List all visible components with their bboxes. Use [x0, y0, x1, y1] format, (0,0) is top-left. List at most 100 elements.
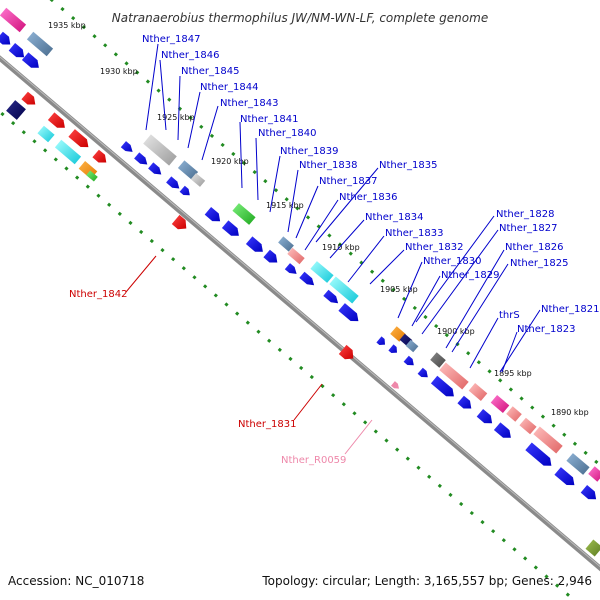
feature-block	[287, 247, 305, 265]
leader-line	[255, 137, 259, 201]
feature-block	[519, 417, 537, 435]
cds-arrow	[179, 185, 190, 196]
tick-label: 1890 kbp	[551, 408, 589, 417]
cds-arrow	[284, 263, 297, 274]
cds-arrow	[148, 162, 162, 175]
feature-block	[143, 134, 177, 166]
cds-arrow	[0, 31, 11, 45]
gene-label: Nther_1827	[499, 223, 557, 234]
tick-label: 1920 kbp	[211, 157, 249, 166]
plus-strand-labels: Nther_1847 Nther_1846 Nther_1845 Nther_1…	[142, 34, 599, 335]
feature-block	[26, 31, 54, 57]
feature-block	[506, 406, 522, 422]
gene-label: Nther_1833	[385, 228, 443, 239]
tick-label: 1915 kbp	[266, 201, 304, 210]
tick-label: 1925 kbp	[157, 113, 195, 122]
feature-block	[430, 352, 446, 368]
feature-layer	[0, 7, 600, 557]
feature-block	[190, 173, 206, 187]
gene-label: Nther_1825	[510, 258, 568, 269]
gene-label: Nther_1829	[441, 270, 499, 281]
cds-arrow	[430, 375, 454, 397]
map-title: Natranaerobius thermophilus JW/NM-WN-LF,…	[112, 11, 488, 25]
rna-labels: Nther_R0059	[281, 455, 346, 466]
leader-line	[415, 215, 495, 323]
cds-arrow	[580, 485, 597, 500]
cds-arrow	[221, 220, 239, 236]
feature-block	[6, 100, 26, 120]
gene-label: Nther_1828	[496, 209, 554, 220]
cds-arrow	[299, 271, 315, 286]
cds-arrow	[338, 303, 359, 322]
leader-line	[145, 43, 159, 131]
tick-label: 1930 kbp	[100, 67, 138, 76]
leader-line	[499, 309, 541, 373]
cds-arrow	[338, 344, 354, 360]
cds-arrow	[134, 152, 148, 165]
genome-backbone-highlight	[0, 56, 600, 568]
leader-line	[125, 255, 157, 293]
cds-arrow	[92, 149, 107, 163]
feature-block	[405, 339, 419, 353]
rna-arrow	[391, 381, 399, 389]
cds-arrow	[376, 336, 385, 345]
cds-arrow	[263, 249, 278, 263]
cds-arrow	[171, 214, 187, 230]
gene-label: Nther_1846	[161, 50, 219, 61]
leader-line	[177, 75, 181, 141]
feature-block	[468, 383, 488, 401]
cds-arrow	[457, 395, 472, 409]
cds-arrow	[417, 367, 428, 378]
leader-line	[239, 121, 243, 189]
feature-block	[177, 160, 199, 180]
leader-line	[201, 105, 219, 161]
gene-label: Nther_1845	[181, 66, 239, 77]
cds-arrow	[493, 422, 511, 438]
genome-backbone	[0, 55, 600, 572]
cds-arrow	[204, 207, 221, 222]
leader-line	[159, 59, 167, 131]
feature-block	[0, 7, 27, 33]
leader-line	[295, 185, 319, 239]
leader-line	[469, 317, 499, 369]
cds-arrow	[47, 112, 65, 128]
gene-label: Nther_1823	[517, 324, 575, 335]
gene-label: Nther_1826	[505, 242, 563, 253]
leader-line	[347, 235, 385, 283]
gene-label: Nther_1836	[339, 192, 397, 203]
accession-text: Accession: NC_010718	[8, 574, 144, 588]
feature-block	[566, 453, 590, 475]
feature-block	[329, 276, 359, 304]
gene-label: Nther_1838	[299, 160, 357, 171]
cds-arrow	[120, 141, 133, 152]
gene-label: Nther_1844	[200, 82, 258, 93]
cds-arrow	[323, 289, 339, 304]
gene-label: Nther_1830	[423, 256, 481, 267]
feature-block	[490, 395, 510, 413]
gene-label: Nther_1843	[220, 98, 278, 109]
tick-label: 1895 kbp	[494, 369, 532, 378]
feature-block	[585, 539, 600, 557]
gene-label: Nther_1821	[541, 304, 599, 315]
gene-label: Nther_1840	[258, 128, 316, 139]
leader-line	[315, 167, 379, 243]
gene-label: Nther_1834	[365, 212, 423, 223]
leader-line	[501, 331, 518, 373]
feature-block	[439, 362, 469, 390]
leader-line	[187, 91, 201, 149]
feature-block	[310, 261, 334, 283]
minus-strand-labels: Nther_1842 Nther_1831	[69, 289, 296, 430]
leader-line	[397, 261, 423, 319]
leader-line	[421, 229, 499, 335]
tick-label: 1905 kbp	[380, 285, 418, 294]
gene-label: Nther_1835	[379, 160, 437, 171]
cds-arrow	[525, 442, 552, 466]
cds-arrow	[554, 467, 575, 486]
genome-summary-text: Topology: circular; Length: 3,165,557 bp…	[261, 574, 592, 588]
gene-label: Nther_1831	[238, 419, 296, 430]
leader-line	[411, 275, 441, 327]
cds-arrow	[388, 344, 397, 353]
gene-label: Nther_1847	[142, 34, 200, 45]
leader-line	[304, 199, 339, 251]
